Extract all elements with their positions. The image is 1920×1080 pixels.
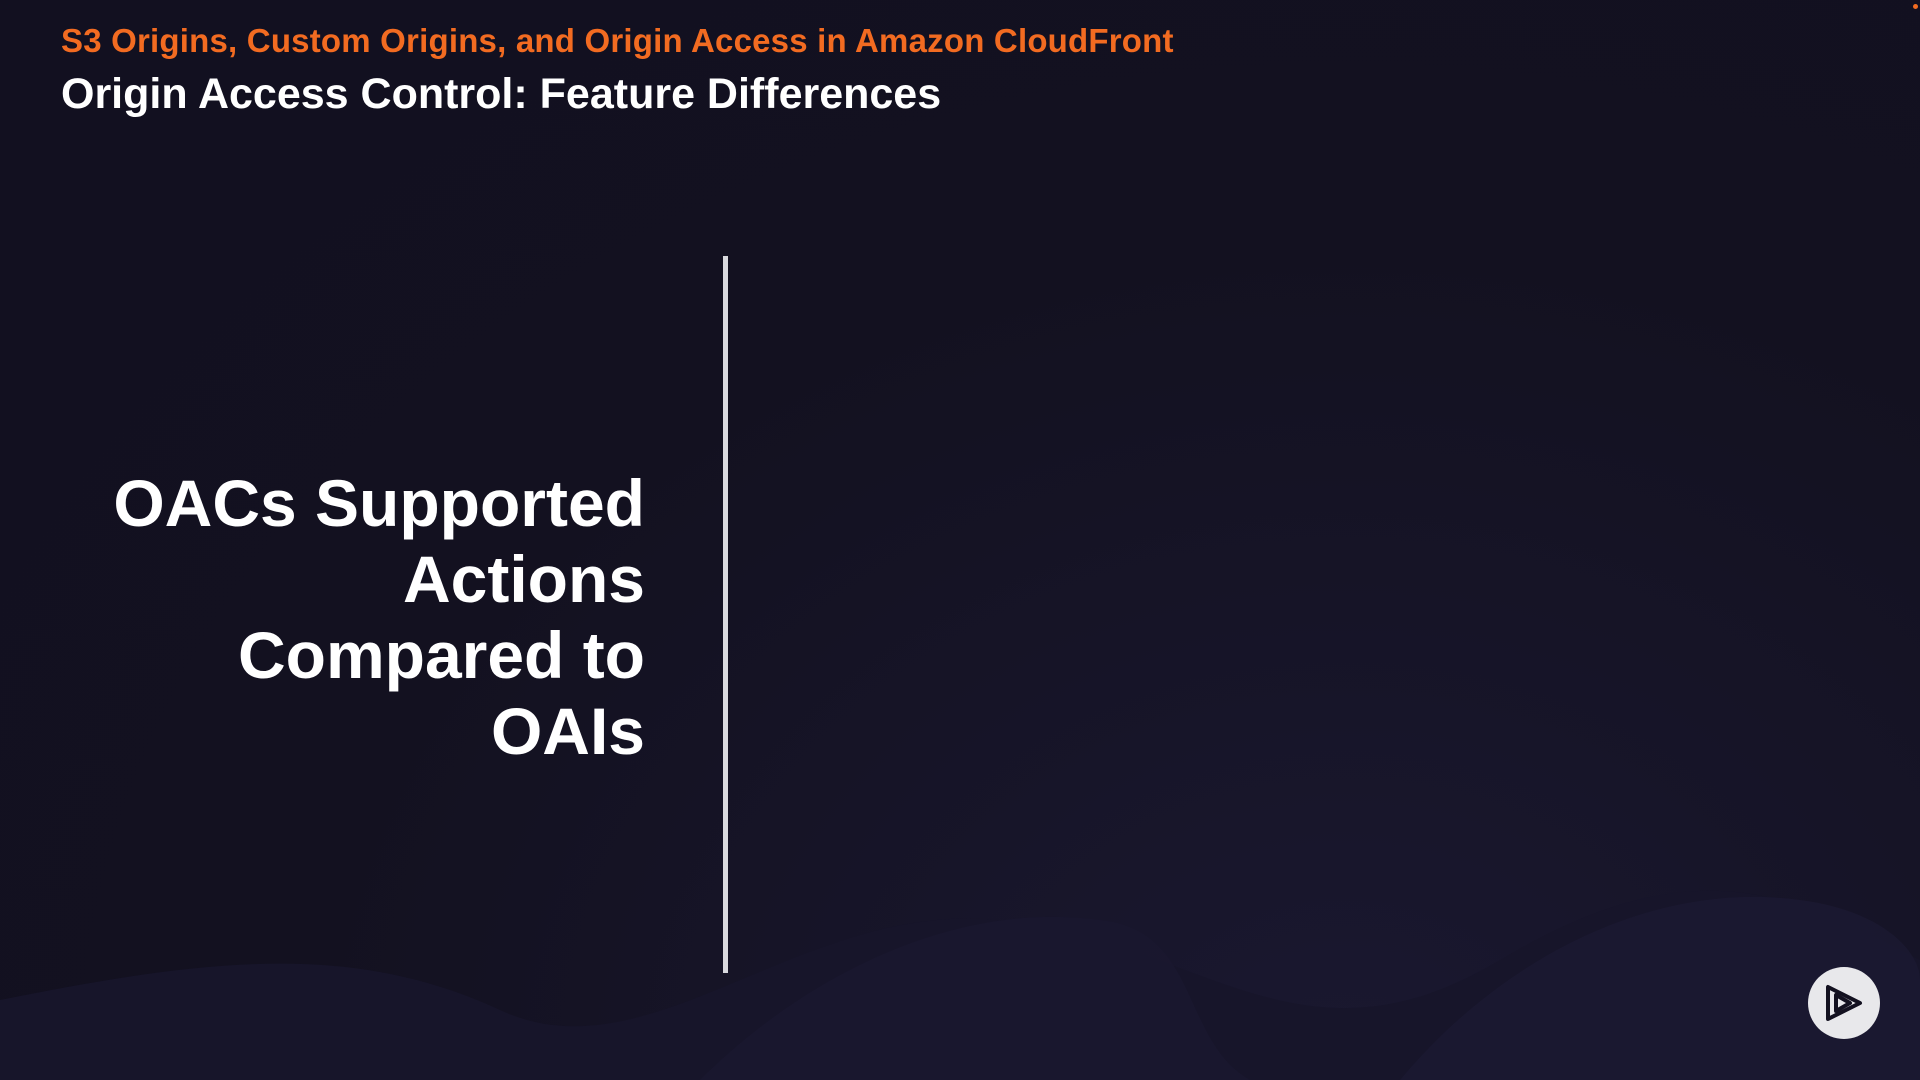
- course-title: S3 Origins, Custom Origins, and Origin A…: [61, 22, 1174, 59]
- section-heading-line: Actions: [402, 542, 645, 616]
- section-heading: OACs Supported Actions Compared to OAIs: [45, 465, 645, 769]
- section-heading-line: Compared to: [237, 618, 645, 692]
- play-logo-icon: [1826, 985, 1862, 1021]
- vertical-divider: [723, 256, 728, 973]
- corner-dot: [1913, 4, 1918, 9]
- module-title: Origin Access Control: Feature Differenc…: [61, 70, 942, 118]
- brand-logo-button[interactable]: [1808, 967, 1880, 1039]
- section-heading-line: OACs Supported: [113, 466, 645, 540]
- section-heading-line: OAIs: [490, 694, 645, 768]
